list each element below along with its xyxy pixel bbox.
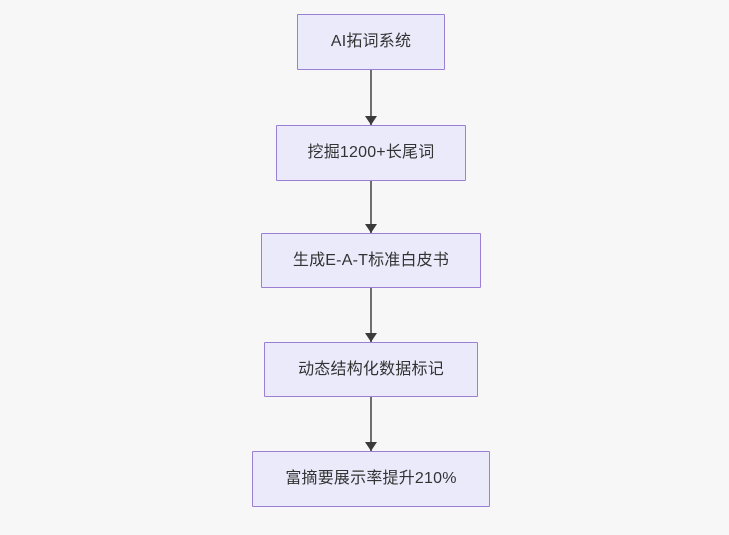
flow-node-generate-eat-whitepaper[interactable]: 生成E-A-T标准白皮书: [261, 233, 481, 288]
edge-line: [370, 70, 372, 125]
arrowhead-icon: [365, 442, 377, 451]
flow-node-dynamic-structured-data-markup[interactable]: 动态结构化数据标记: [264, 342, 478, 397]
edge-line: [370, 288, 372, 342]
edge-line: [370, 397, 372, 451]
arrowhead-icon: [365, 116, 377, 125]
flow-node-mine-longtail-keywords[interactable]: 挖掘1200+长尾词: [276, 125, 466, 181]
arrowhead-icon: [365, 333, 377, 342]
arrowhead-icon: [365, 224, 377, 233]
edge-line: [370, 181, 372, 233]
flow-node-ai-keyword-system[interactable]: AI拓词系统: [297, 14, 445, 70]
flow-node-rich-snippet-impression-lift[interactable]: 富摘要展示率提升210%: [252, 451, 490, 507]
